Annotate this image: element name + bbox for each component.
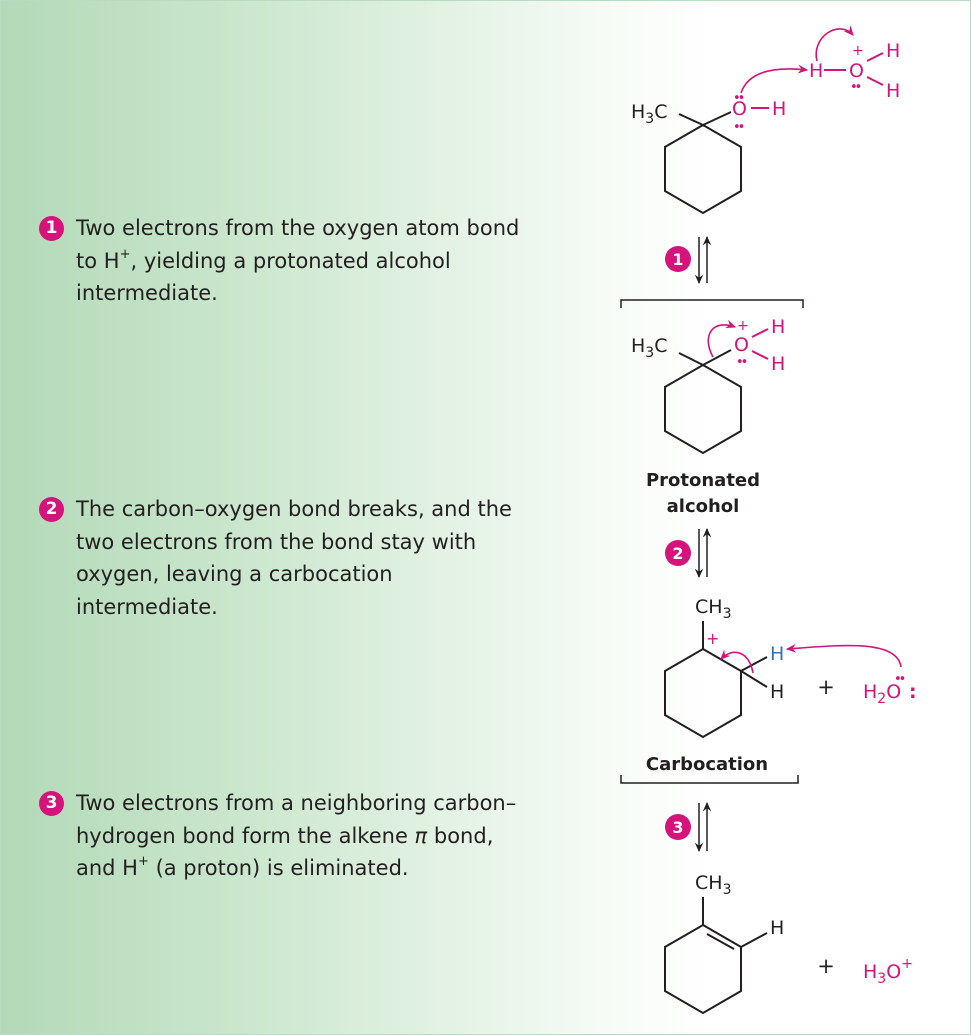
hydronium-hydrogen-left: H xyxy=(809,60,823,82)
step-2-text: The carbon–oxygen bond breaks, and the t… xyxy=(76,497,512,619)
water-molecule: H2O xyxy=(863,681,901,707)
hydronium-hydrogen-bottom: H xyxy=(886,80,900,102)
step-1-text: Two electrons from the oxygen atom bond … xyxy=(76,216,520,305)
water-lone-pair-top: •• xyxy=(894,672,905,687)
oxonium-oxygen: O xyxy=(734,334,749,356)
water-lone-pair-right: : xyxy=(909,681,917,703)
hydronium-oxygen: O xyxy=(849,60,864,82)
hydroxyl-oxygen: O xyxy=(732,98,747,120)
bond-cleavage-arrow xyxy=(707,319,737,358)
step-1-description: 1 Two electrons from the oxygen atom bon… xyxy=(39,212,539,310)
hydronium-charge: + xyxy=(852,43,864,59)
step-2-description: 2 The carbon–oxygen bond breaks, and the… xyxy=(39,493,539,623)
arrow-badge-2: 2 xyxy=(672,544,683,563)
carbocation-structure: CH3 + H H + H2O •• : Carbocation xyxy=(646,596,917,775)
beta-hydrogen: H xyxy=(770,643,784,665)
water-to-proton-arrow xyxy=(785,643,902,668)
protonated-alcohol-label-line1: Protonated xyxy=(646,470,760,491)
bond-electrons-arrow-1 xyxy=(815,25,854,62)
step-2-badge: 2 xyxy=(39,497,64,522)
step-3-text: Two electrons from a neighboring carbon–… xyxy=(76,791,517,880)
carbocation-charge: + xyxy=(706,629,719,648)
oxonium-hydrogen-top: H xyxy=(771,316,785,338)
plus-sign-hydronium: + xyxy=(817,954,835,978)
oxonium-hydrogen-bottom: H xyxy=(771,353,785,375)
lone-pair-top: •• xyxy=(733,91,744,106)
hydroxyl-hydrogen: H xyxy=(772,98,786,120)
plus-sign-water: + xyxy=(817,675,835,699)
ring-hydrogen: H xyxy=(770,681,784,703)
methyl-label: H3C xyxy=(631,101,668,127)
protonated-alcohol-label-line2: alcohol xyxy=(667,496,740,517)
carbocation-label: Carbocation xyxy=(646,754,768,775)
hydronium-product: H3O+ xyxy=(863,956,913,987)
methyl-label: CH3 xyxy=(695,872,732,898)
equilibrium-arrow-1: 1 xyxy=(665,235,712,285)
electron-arrow-to-proton xyxy=(740,64,809,94)
cyclohexane-ring xyxy=(664,647,742,739)
hydronium-lone-pair: •• xyxy=(850,80,861,95)
protonated-alcohol-structure: H3C O + •• H H Protonated alcohol xyxy=(631,316,785,517)
step-3-badge: 3 xyxy=(39,791,64,816)
cyclohexane-ring xyxy=(664,123,742,215)
hydronium-hydrogen-top: H xyxy=(886,40,900,62)
arrow-badge-1: 1 xyxy=(672,250,683,269)
methyl-label: CH3 xyxy=(695,596,732,622)
ch-bond-to-cation-arrow xyxy=(720,649,754,674)
methyl-label: H3C xyxy=(631,335,668,361)
cyclohexene-ring xyxy=(664,923,742,1015)
cyclohexane-ring xyxy=(664,363,742,455)
equilibrium-arrow-2: 2 xyxy=(665,527,712,579)
step-3-description: 3 Two electrons from a neighboring carbo… xyxy=(39,787,539,885)
arrow-badge-3: 3 xyxy=(672,818,683,837)
intermediate-bracket-bottom xyxy=(620,775,799,784)
step-1-badge: 1 xyxy=(39,216,64,241)
oxonium-charge: + xyxy=(737,318,749,334)
alkene-double-bond xyxy=(706,933,735,950)
lone-pair-bottom: •• xyxy=(733,120,744,135)
equilibrium-arrow-3: 3 xyxy=(665,801,712,853)
intermediate-bracket-top xyxy=(620,299,804,308)
vinyl-hydrogen: H xyxy=(770,917,784,939)
methylcyclohexene-structure: CH3 H + H3O+ xyxy=(664,872,913,1015)
methylcyclohexanol-structure: H3C O •• •• H H O + •• H H xyxy=(631,25,900,215)
oxonium-lone-pair: •• xyxy=(736,355,747,370)
